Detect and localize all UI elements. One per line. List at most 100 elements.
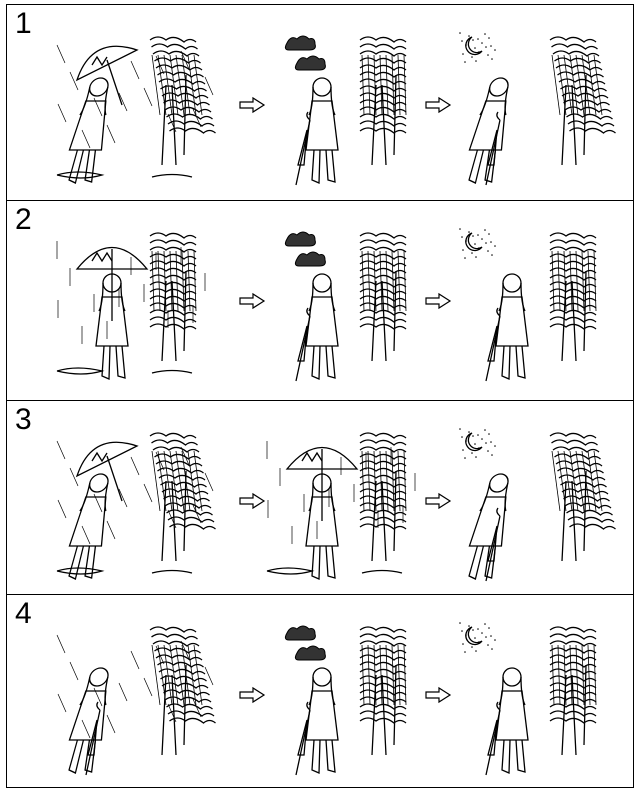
closed-umbrella-icon [295, 701, 311, 776]
tree-icon [549, 232, 597, 362]
closed-umbrella-icon [485, 507, 501, 582]
coat [468, 496, 507, 547]
boots [311, 739, 336, 774]
open-umbrella-icon [75, 45, 139, 106]
scene-2-calm-rain [266, 432, 416, 580]
cloud-icon [284, 35, 326, 71]
girl-figure [68, 77, 109, 184]
moon-stars-icon [459, 428, 496, 459]
choice-number: 2 [15, 203, 32, 236]
boots [101, 345, 126, 380]
girl-figure [468, 473, 509, 580]
scene-2-cloudy [284, 231, 407, 382]
open-umbrella-icon [285, 446, 359, 521]
girl-figure [305, 667, 339, 774]
rain-icon [56, 44, 214, 149]
boots [501, 345, 526, 380]
scene-1-windy-rain [56, 36, 216, 184]
girl-figure [95, 273, 129, 380]
scene-2-cloudy [284, 625, 407, 776]
boots [311, 345, 336, 380]
closed-umbrella-icon [295, 111, 311, 186]
girl-figure [68, 667, 109, 774]
scene-3-windy-night-moon [459, 428, 616, 582]
open-umbrella-icon [75, 441, 139, 502]
scene-1-windy-rain [56, 432, 216, 580]
boots [68, 149, 97, 184]
coat [305, 100, 339, 151]
coat [68, 496, 107, 547]
boots [68, 739, 97, 774]
tree-icon [549, 626, 597, 756]
rain-icon [56, 440, 214, 545]
tree-icon [149, 432, 216, 562]
choice-number: 3 [15, 403, 32, 436]
boots [468, 149, 497, 184]
tree-icon [149, 626, 216, 756]
coat [495, 690, 529, 741]
right-arrow-icon [425, 492, 452, 510]
head [312, 273, 332, 293]
closed-umbrella-icon [485, 307, 501, 382]
coat [495, 296, 529, 347]
tree-icon [549, 432, 616, 562]
right-arrow-icon [239, 292, 266, 310]
girl-figure [495, 667, 529, 774]
tree-icon [359, 626, 407, 756]
coat [68, 690, 107, 741]
tree-icon [359, 432, 407, 562]
boots [68, 545, 97, 580]
puddle-icon [56, 567, 193, 575]
girl-figure [305, 273, 339, 380]
closed-umbrella-icon [295, 307, 311, 382]
puddle-icon [266, 567, 403, 575]
right-arrow-icon [239, 96, 266, 114]
cloud-icon [284, 231, 326, 267]
coat [305, 496, 339, 547]
coat [305, 690, 339, 741]
closed-umbrella-icon [485, 111, 501, 186]
boots [311, 545, 336, 580]
choice-panel-3[interactable]: 3 [7, 401, 633, 595]
girl-figure [468, 77, 509, 184]
right-arrow-icon [425, 292, 452, 310]
right-arrow-icon [425, 686, 452, 704]
girl-figure [495, 273, 529, 380]
head [502, 273, 522, 293]
girl-figure [68, 473, 109, 580]
girl-figure [305, 77, 339, 184]
moon-stars-icon [459, 622, 496, 653]
head [312, 667, 332, 687]
choice-panel-2[interactable]: 2 [7, 201, 633, 401]
coat [468, 100, 507, 151]
closed-umbrella-icon [485, 701, 501, 776]
tree-icon [149, 232, 197, 362]
head [312, 77, 332, 97]
choice-panel-4[interactable]: 4 [7, 595, 633, 787]
rain-icon [266, 441, 416, 544]
right-arrow-icon [239, 686, 266, 704]
coat [68, 100, 107, 151]
scene-2-cloudy [284, 35, 407, 186]
closed-umbrella-icon [85, 701, 101, 776]
scene-3-calm-night-moon [459, 622, 597, 776]
boots [468, 545, 497, 580]
scene-1-windy-rain [56, 626, 216, 776]
tree-icon [149, 36, 216, 166]
scene-3-windy-night-moon [459, 32, 616, 186]
choice-panel-1[interactable]: 1 [7, 5, 633, 201]
choice-number: 4 [15, 597, 32, 630]
tree-icon [359, 232, 407, 362]
coat [95, 296, 129, 347]
rain-icon [56, 634, 214, 739]
tree-icon [359, 36, 407, 166]
scene-3-calm-night-moon [459, 228, 597, 382]
moon-stars-icon [459, 32, 496, 63]
cloud-icon [284, 625, 326, 661]
puddle-icon [56, 171, 193, 179]
coat [305, 296, 339, 347]
tree-icon [549, 36, 616, 166]
right-arrow-icon [239, 492, 266, 510]
open-umbrella-icon [75, 246, 149, 321]
